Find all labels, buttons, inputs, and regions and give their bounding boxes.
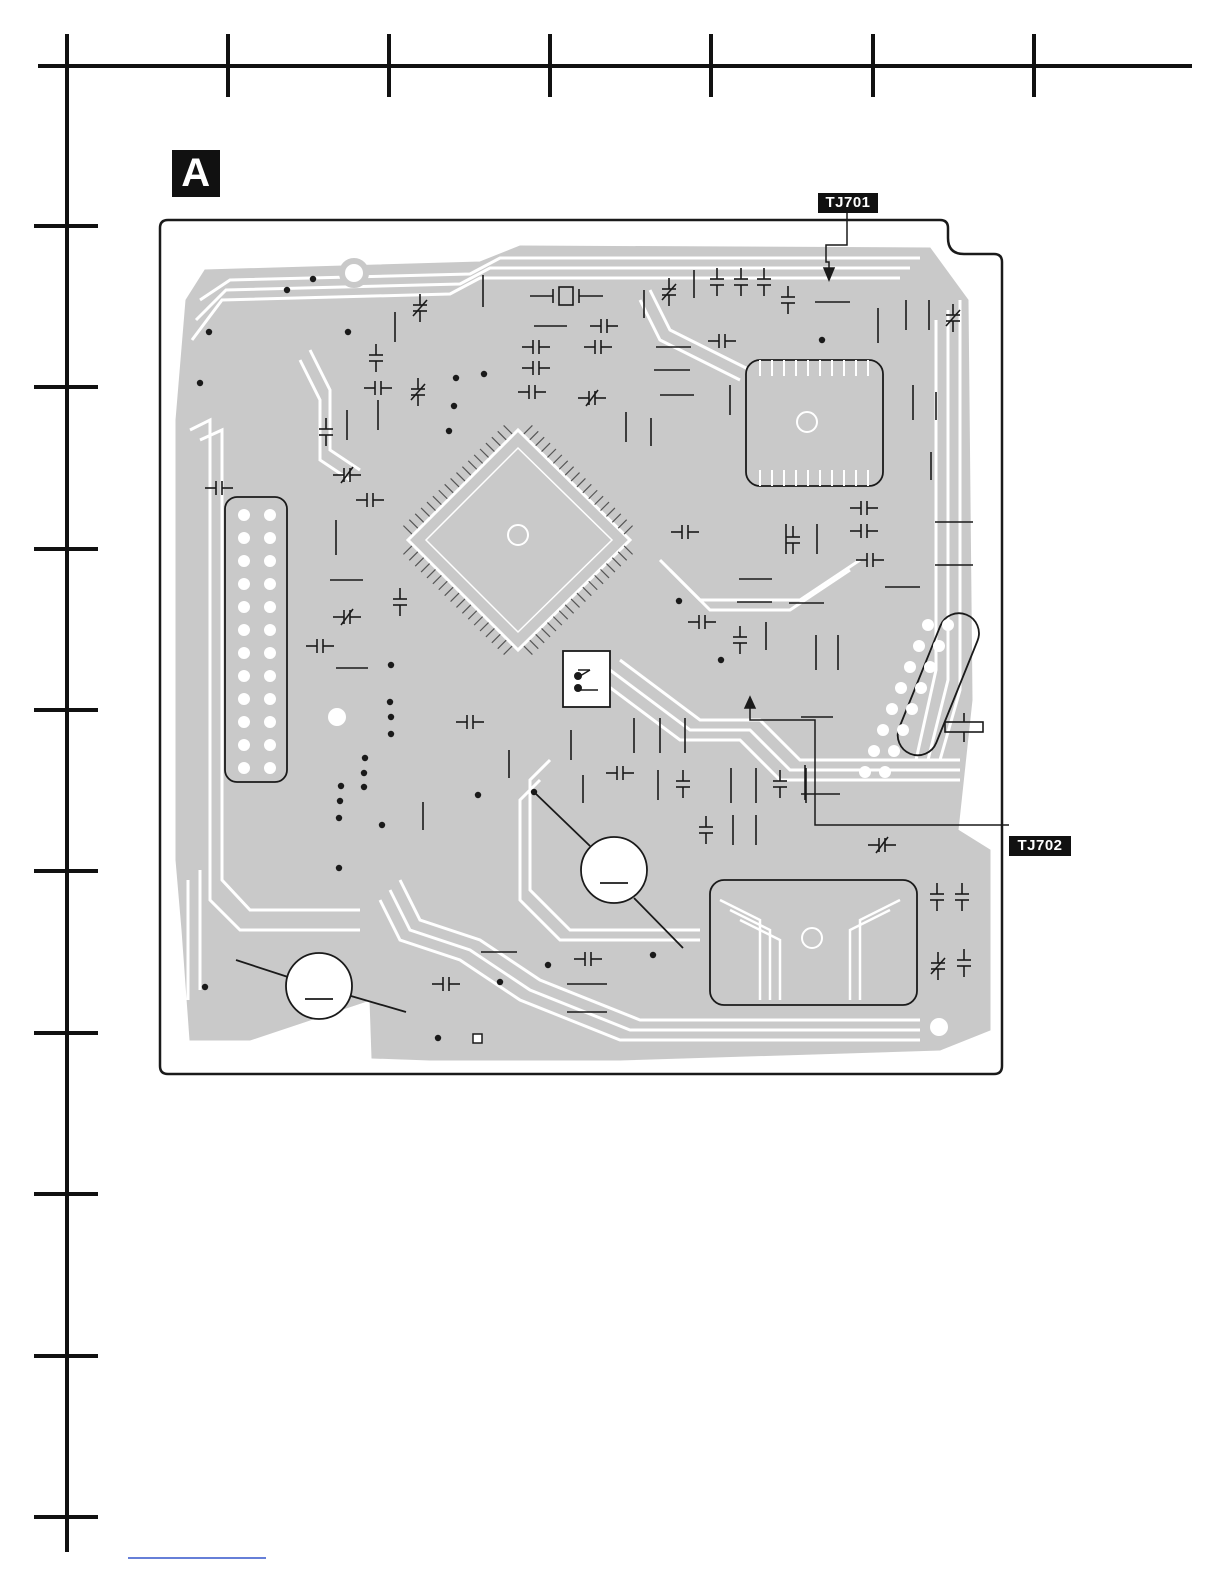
test-point-tj701-label: TJ701 [818, 193, 878, 213]
marker-square [473, 1034, 482, 1043]
small-ic [563, 651, 610, 707]
section-label: A [172, 150, 220, 197]
ic-upper-right [746, 360, 883, 486]
test-point-tj702-label: TJ702 [1009, 836, 1071, 856]
ic-lower-right [710, 880, 917, 1005]
